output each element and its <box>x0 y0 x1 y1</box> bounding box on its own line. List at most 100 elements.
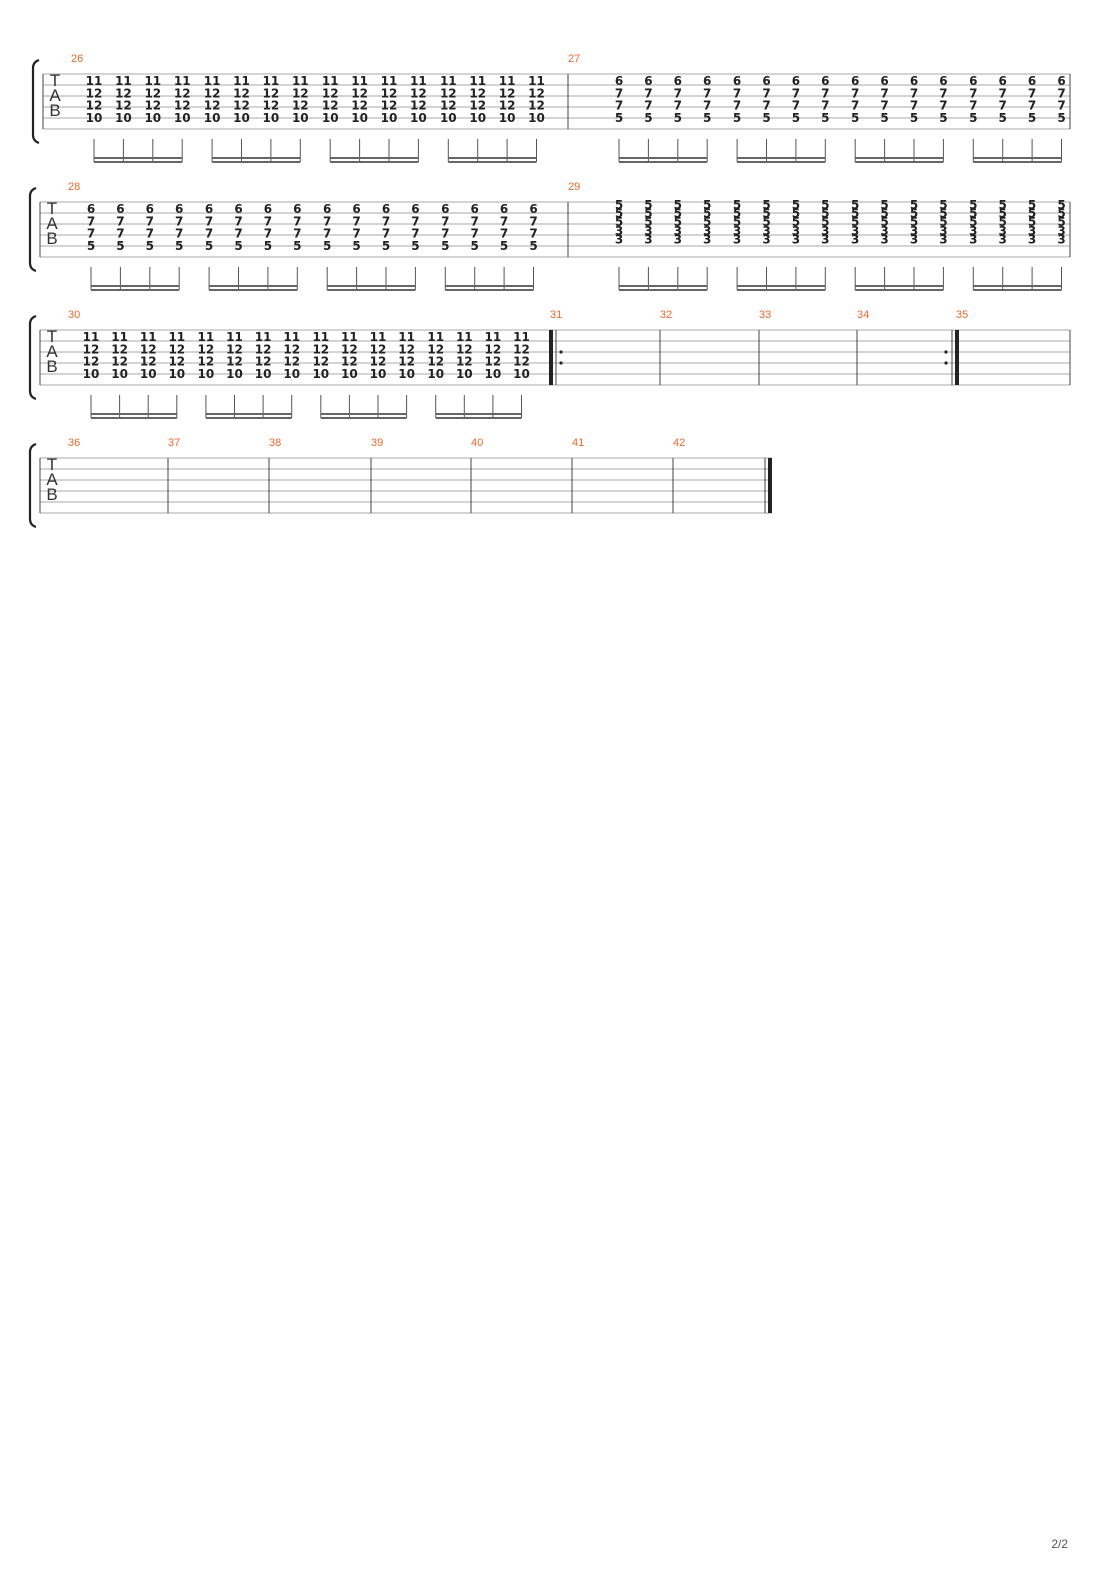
fret-number: 11 <box>312 330 329 344</box>
fret-number: 7 <box>471 214 479 228</box>
fret-number: 5 <box>323 239 331 253</box>
system-bracket <box>28 314 37 401</box>
tab-clef-letter: T <box>47 327 57 346</box>
fret-number: 3 <box>674 232 682 246</box>
fret-number: 5 <box>175 239 183 253</box>
fret-number: 7 <box>175 227 183 241</box>
fret-number: 11 <box>528 74 545 88</box>
fret-number: 12 <box>312 355 329 369</box>
fret-number: 11 <box>513 330 530 344</box>
fret-number: 10 <box>83 367 100 381</box>
fret-number: 7 <box>323 227 331 241</box>
fret-number: 7 <box>146 214 154 228</box>
fret-number: 7 <box>703 86 711 100</box>
fret-number: 12 <box>86 86 103 100</box>
fret-number: 3 <box>1057 232 1065 246</box>
measure-number: 35 <box>956 309 968 321</box>
fret-number: 7 <box>615 86 623 100</box>
tab-clef-letter: T <box>47 455 57 474</box>
fret-number: 12 <box>83 342 100 356</box>
fret-number: 5 <box>674 207 682 221</box>
fret-number: 6 <box>703 74 711 88</box>
fret-number: 10 <box>351 111 368 125</box>
measure-number: 34 <box>857 309 869 321</box>
fret-number: 11 <box>140 330 157 344</box>
fret-number: 7 <box>529 227 537 241</box>
fret-number: 6 <box>205 202 213 216</box>
fret-number: 10 <box>322 111 339 125</box>
fret-number: 12 <box>427 342 444 356</box>
fret-number: 6 <box>615 74 623 88</box>
repeat-dot <box>559 361 563 365</box>
fret-number: 5 <box>792 111 800 125</box>
fret-number: 7 <box>293 227 301 241</box>
fret-number: 5 <box>792 198 800 212</box>
fret-number: 3 <box>762 232 770 246</box>
fret-number: 7 <box>471 227 479 241</box>
fret-number: 12 <box>168 355 185 369</box>
fret-number: 7 <box>999 86 1007 100</box>
measure-number: 29 <box>568 181 580 193</box>
fret-number: 5 <box>1057 111 1065 125</box>
fret-number: 10 <box>283 367 300 381</box>
fret-number: 6 <box>939 74 947 88</box>
fret-number: 6 <box>411 202 419 216</box>
measure-number: 26 <box>71 53 83 65</box>
fret-number: 3 <box>821 224 829 238</box>
fret-number: 5 <box>500 239 508 253</box>
fret-number: 5 <box>733 215 741 229</box>
fret-number: 7 <box>382 227 390 241</box>
fret-number: 11 <box>485 330 502 344</box>
fret-number: 7 <box>939 99 947 113</box>
fret-number: 7 <box>441 227 449 241</box>
fret-number: 10 <box>204 111 221 125</box>
fret-number: 11 <box>440 74 457 88</box>
fret-number: 7 <box>234 227 242 241</box>
fret-number: 7 <box>851 86 859 100</box>
fret-number: 7 <box>411 227 419 241</box>
fret-number: 3 <box>792 224 800 238</box>
fret-number: 5 <box>1028 215 1036 229</box>
fret-number: 7 <box>205 214 213 228</box>
fret-number: 11 <box>174 74 191 88</box>
fret-number: 7 <box>116 227 124 241</box>
fret-number: 3 <box>644 232 652 246</box>
fret-number: 6 <box>644 74 652 88</box>
measure-number: 42 <box>673 437 685 449</box>
fret-number: 11 <box>226 330 243 344</box>
fret-number: 11 <box>381 74 398 88</box>
fret-number: 5 <box>644 198 652 212</box>
fret-number: 3 <box>910 232 918 246</box>
fret-number: 5 <box>762 198 770 212</box>
fret-number: 10 <box>86 111 103 125</box>
fret-number: 11 <box>341 330 358 344</box>
fret-number: 12 <box>398 342 415 356</box>
fret-number: 6 <box>382 202 390 216</box>
fret-number: 11 <box>111 330 128 344</box>
tab-clef-letter: A <box>46 470 58 489</box>
fret-number: 3 <box>1057 224 1065 238</box>
fret-number: 7 <box>411 214 419 228</box>
fret-number: 5 <box>969 207 977 221</box>
fret-number: 12 <box>499 99 516 113</box>
fret-number: 10 <box>513 367 530 381</box>
fret-number: 5 <box>382 239 390 253</box>
fret-number: 5 <box>969 198 977 212</box>
fret-number: 12 <box>440 99 457 113</box>
fret-number: 7 <box>146 227 154 241</box>
fret-number: 7 <box>352 214 360 228</box>
fret-number: 6 <box>175 202 183 216</box>
fret-number: 7 <box>821 86 829 100</box>
fret-number: 5 <box>969 111 977 125</box>
fret-number: 12 <box>144 99 161 113</box>
measure-number: 39 <box>371 437 383 449</box>
fret-number: 5 <box>1028 207 1036 221</box>
fret-number: 10 <box>528 111 545 125</box>
repeat-dot <box>944 361 948 365</box>
fret-number: 6 <box>146 202 154 216</box>
tab-clef-letter: A <box>46 214 58 233</box>
fret-number: 5 <box>1028 198 1036 212</box>
system-bracket <box>28 442 37 529</box>
fret-number: 5 <box>703 198 711 212</box>
fret-number: 6 <box>264 202 272 216</box>
